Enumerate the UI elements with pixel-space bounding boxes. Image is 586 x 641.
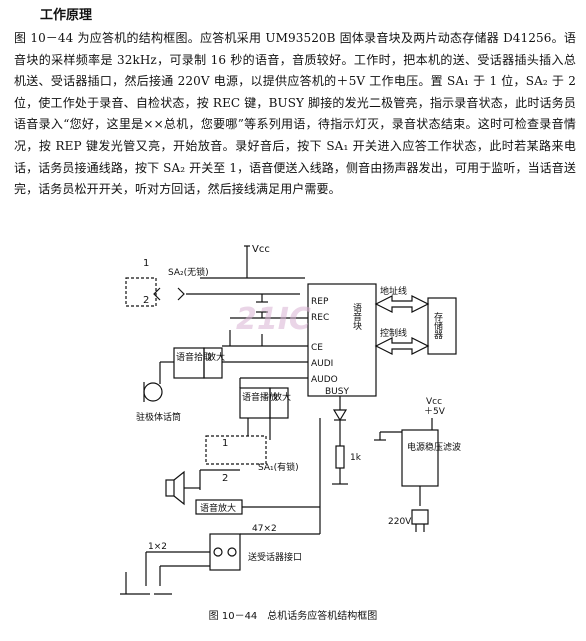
pin-busy: BUSY bbox=[325, 387, 349, 397]
watermark-logo: 21IC bbox=[236, 302, 311, 337]
sa2-pos1-label: 1 bbox=[143, 258, 149, 269]
body-paragraph: 图 10－44 为应答机的结构框图。应答机采用 UM93520B 固体录音块及两… bbox=[14, 31, 576, 197]
cap47-label: 47×2 bbox=[252, 524, 277, 534]
pin-rec: REC bbox=[311, 313, 329, 323]
vcc-top-label: Vcc bbox=[252, 244, 270, 255]
sa2-label: SA₂(无锁) bbox=[168, 266, 209, 278]
resistor-label: 1k bbox=[350, 453, 362, 463]
memory-block bbox=[427, 297, 457, 355]
voice-chip-block bbox=[307, 283, 377, 397]
speaker-icon bbox=[165, 479, 175, 497]
psu-label: 电源稳压滤波 bbox=[407, 441, 461, 453]
control-bus-label: 控制线 bbox=[380, 327, 407, 339]
sa1-label: SA₁(有锁) bbox=[258, 461, 299, 473]
pin-audo: AUDO bbox=[311, 375, 338, 385]
playback-label: 语音播放 bbox=[242, 391, 278, 403]
sa1-pos2-label: 2 bbox=[222, 473, 228, 484]
jack-label: 送受话器接口 bbox=[248, 551, 302, 563]
mic-label: 驻极体话筒 bbox=[136, 411, 181, 423]
amp1-label: 放大 bbox=[207, 351, 225, 363]
sa1-pos1-label: 1 bbox=[222, 438, 228, 449]
psu-block bbox=[401, 429, 439, 487]
address-bus-label: 地址线 bbox=[380, 285, 407, 297]
microphone-icon bbox=[143, 382, 163, 402]
pin-ce: CE bbox=[311, 343, 323, 353]
plus5v-label: ＋5V bbox=[424, 406, 446, 417]
memory-label: 存储器 bbox=[432, 311, 443, 339]
chip-label: 语音块 bbox=[351, 303, 362, 331]
sa2-pos2-label: 2 bbox=[143, 295, 149, 306]
amp2-label: 放大 bbox=[273, 391, 291, 403]
pickup-label: 语音拾取 bbox=[176, 351, 212, 363]
v220-label: 220V bbox=[388, 517, 412, 527]
vcc-right-label: Vcc bbox=[426, 397, 442, 407]
figure-caption: 图 10－44 总机话务应答机结构框图 bbox=[208, 611, 378, 622]
voice-amp-label: 语音放大 bbox=[200, 502, 236, 514]
pin-rep: REP bbox=[311, 297, 329, 307]
section-heading: 工作原理 bbox=[40, 8, 93, 23]
pin-audi: AUDI bbox=[311, 359, 333, 369]
cap1-label: 1×2 bbox=[148, 542, 167, 552]
